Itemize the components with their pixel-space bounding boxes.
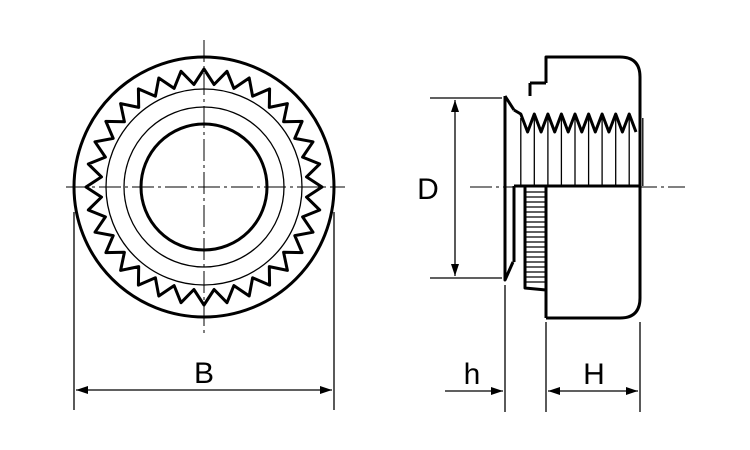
dimension-h-H: h H: [445, 285, 641, 412]
label-d: D: [417, 173, 439, 206]
label-b: B: [194, 357, 214, 390]
knurl-band: [523, 186, 547, 292]
label-h: h: [464, 358, 481, 391]
body-outline: [544, 55, 642, 320]
side-view: [470, 55, 685, 320]
knurl-lines: [525, 191, 546, 283]
dimension-b: B: [73, 212, 335, 410]
front-view: [66, 40, 345, 335]
thread-profile: [513, 108, 638, 134]
label-H: H: [583, 358, 605, 391]
thread-lines: [520, 118, 644, 186]
shank-outline: [503, 96, 515, 282]
dimension-d: D: [417, 97, 502, 279]
shank-top-chamfer: [503, 95, 516, 111]
